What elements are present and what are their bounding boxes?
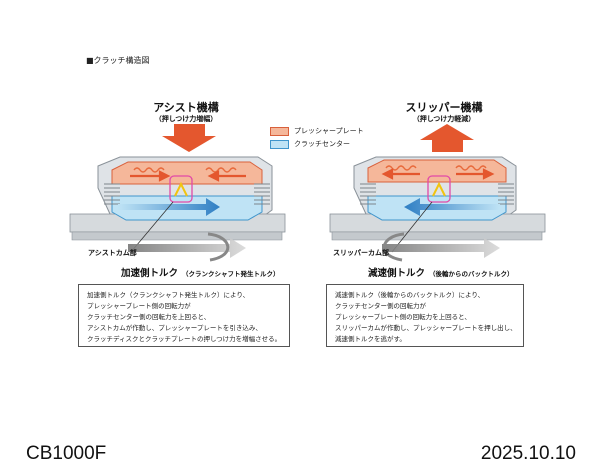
release-date: 2025.10.10 bbox=[480, 443, 576, 464]
assist-springs bbox=[133, 167, 237, 173]
slipper-title: スリッパー機構 bbox=[405, 101, 483, 114]
assist-cam-label: アシストカム部 bbox=[88, 249, 137, 257]
assist-desc-line: クラッチセンター側の回転力を上回ると、 bbox=[87, 313, 211, 321]
slipper-desc-line: クラッチセンター側の回転力が bbox=[335, 302, 426, 310]
assist-diagram bbox=[69, 124, 286, 262]
slipper-cam-label: スリッパーカム部 bbox=[333, 249, 389, 257]
legend-pressure-plate-label: プレッシャープレート bbox=[294, 127, 364, 135]
push-arrow-up bbox=[420, 124, 474, 152]
legend-clutch-center: クラッチセンター bbox=[270, 139, 350, 149]
pressure-plate bbox=[111, 161, 263, 185]
assist-subtitle: （押しつけ力増幅） bbox=[154, 115, 218, 123]
legend-pressure-plate: プレッシャープレート bbox=[270, 126, 364, 136]
assist-cam-highlight bbox=[169, 175, 193, 203]
assist-torque-label: 加速側トルク（クランクシャフト発生トルク） bbox=[121, 265, 280, 279]
figure-title: ■クラッチ構造図 bbox=[86, 56, 150, 65]
assist-desc-line: プレッシャープレート側の回転力が bbox=[87, 302, 191, 310]
assist-rotation-arrow bbox=[128, 238, 246, 258]
model-name: CB1000F bbox=[26, 443, 107, 464]
slipper-description-box: 減速側トルク（後輪からのバックトルク）により、 クラッチセンター側の回転力が プ… bbox=[326, 284, 524, 347]
clutch-center-swatch bbox=[270, 139, 289, 149]
assist-desc-line: アシストカムが作動し、プレッシャープレートを引き込み、 bbox=[87, 324, 262, 332]
slipper-desc-line: 減速側トルク（後輪からのバックトルク）により、 bbox=[335, 291, 485, 299]
assist-desc-line: クラッチディスクとクラッチプレートの押しつけ力を増幅させる。 bbox=[87, 335, 282, 343]
slipper-rotation-arrow bbox=[382, 238, 500, 258]
assist-torque-note: （クランクシャフト発生トルク） bbox=[182, 270, 280, 278]
assist-description-box: 加速側トルク（クランクシャフト発生トルク）により、 プレッシャープレート側の回転… bbox=[78, 284, 290, 347]
assist-desc-line: 加速側トルク（クランクシャフト発生トルク）により、 bbox=[87, 291, 250, 299]
slipper-desc-line: 減速側トルクを逃がす。 bbox=[335, 335, 406, 343]
slipper-desc-line: プレッシャープレート側の回転力を上回ると、 bbox=[335, 313, 471, 321]
slipper-torque-note: （後輪からのバックトルク） bbox=[429, 270, 514, 278]
legend-clutch-center-label: クラッチセンター bbox=[294, 140, 350, 148]
slipper-torque-text: 減速側トルク bbox=[368, 268, 426, 279]
pressure-plate-swatch bbox=[270, 126, 289, 136]
slipper-springs bbox=[385, 165, 487, 171]
assist-title: アシスト機構 bbox=[153, 101, 219, 114]
push-arrow-down bbox=[162, 124, 216, 152]
slipper-subtitle: （押しつけ力軽減） bbox=[412, 115, 476, 123]
slipper-diagram bbox=[329, 124, 546, 262]
slipper-torque-label: 減速側トルク（後輪からのバックトルク） bbox=[368, 265, 514, 279]
slipper-cam-highlight bbox=[427, 175, 451, 203]
slipper-flow-arrow bbox=[404, 198, 500, 216]
assist-torque-text: 加速側トルク bbox=[121, 268, 179, 279]
slipper-desc-line: スリッパーカムが作動し、プレッシャープレートを押し出し、 bbox=[335, 324, 517, 332]
